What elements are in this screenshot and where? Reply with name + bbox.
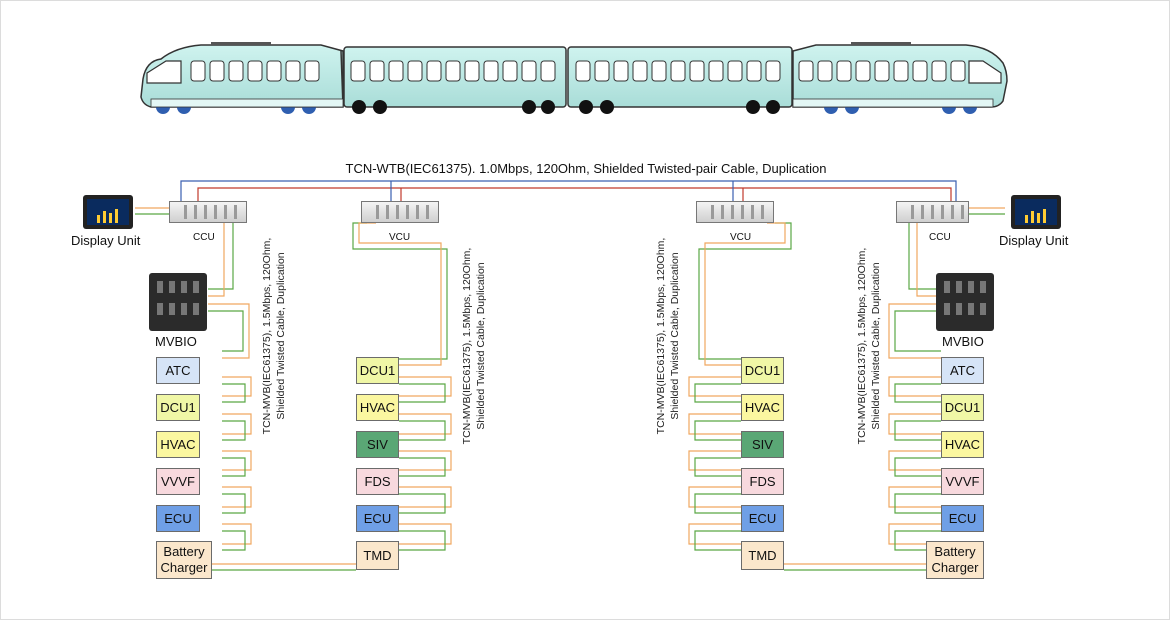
train-wheel	[600, 100, 614, 114]
train-window	[369, 60, 385, 82]
train-window	[950, 60, 966, 82]
train-window	[670, 60, 686, 82]
train-window	[445, 60, 461, 82]
device-dcu1-right: DCU1	[941, 394, 984, 421]
train-window	[521, 60, 537, 82]
vcu-right-label: VCU	[730, 232, 752, 243]
train-window	[483, 60, 499, 82]
device-vvvf-left: VVVF	[156, 468, 200, 495]
device-hvac-right: HVAC	[941, 431, 984, 458]
train-window	[190, 60, 206, 82]
ccu-left-label: CCU	[193, 232, 215, 243]
ccu-right-rack	[896, 201, 969, 223]
train-window	[228, 60, 244, 82]
train-window	[285, 60, 301, 82]
device-hvac-mid-left: HVAC	[356, 394, 399, 421]
device-hvac-left: HVAC	[156, 431, 200, 458]
train-window	[426, 60, 442, 82]
train-window	[540, 60, 556, 82]
train-wheel	[579, 100, 593, 114]
train-window	[689, 60, 705, 82]
train-window	[912, 60, 928, 82]
device-tmd-mid-right: TMD	[741, 541, 784, 570]
train-wheel	[352, 100, 366, 114]
train-window	[613, 60, 629, 82]
train-window	[746, 60, 762, 82]
train-window	[266, 60, 282, 82]
device-tmd-mid-left: TMD	[356, 541, 399, 570]
train-illustration	[140, 42, 1008, 114]
device-atc-left: ATC	[156, 357, 200, 384]
train-window	[817, 60, 833, 82]
train-window	[594, 60, 610, 82]
train-window	[304, 60, 320, 82]
device-dcu1-mid-left: DCU1	[356, 357, 399, 384]
mvbio-right-label: MVBIO	[942, 334, 984, 349]
device-ecu-right: ECU	[941, 505, 984, 532]
wtb-bus-label: TCN-WTB(IEC61375). 1.0Mbps, 120Ohm, Shie…	[345, 161, 827, 176]
train-window	[874, 60, 890, 82]
train-window	[798, 60, 814, 82]
device-atc-right: ATC	[941, 357, 984, 384]
device-ecu-left: ECU	[156, 505, 200, 532]
mvbio-right-icon	[936, 273, 994, 331]
display-unit-right-icon	[1011, 195, 1061, 229]
device-vvvf-right: VVVF	[941, 468, 984, 495]
train-wheel	[541, 100, 555, 114]
device-dcu1-mid-right: DCU1	[741, 357, 784, 384]
vcu-left-label: VCU	[389, 232, 411, 243]
ccu-left-rack	[169, 201, 247, 223]
train-wheel	[746, 100, 760, 114]
train-window	[931, 60, 947, 82]
train-window	[765, 60, 781, 82]
vcu-right-rack	[696, 201, 774, 223]
train-window	[708, 60, 724, 82]
train-window	[407, 60, 423, 82]
mvbio-left-icon	[149, 273, 207, 331]
train-window	[350, 60, 366, 82]
display-unit-right-label: Display Unit	[999, 233, 1069, 248]
train-window	[651, 60, 667, 82]
train-window	[464, 60, 480, 82]
train-wheel	[522, 100, 536, 114]
train-wheel	[373, 100, 387, 114]
display-unit-left-icon	[83, 195, 133, 229]
train-window	[893, 60, 909, 82]
train-wheel	[766, 100, 780, 114]
train-window	[575, 60, 591, 82]
train-window	[388, 60, 404, 82]
display-unit-left-label: Display Unit	[71, 233, 141, 248]
device-dcu1-left: DCU1	[156, 394, 200, 421]
device-ecu-mid-left: ECU	[356, 505, 399, 532]
train-window	[502, 60, 518, 82]
device-fds-mid-left: FDS	[356, 468, 399, 495]
train-window	[836, 60, 852, 82]
train-window	[247, 60, 263, 82]
device-siv-mid-left: SIV	[356, 431, 399, 458]
device-fds-mid-right: FDS	[741, 468, 784, 495]
train-window	[209, 60, 225, 82]
wtb-blue-line	[180, 180, 957, 201]
device-siv-mid-right: SIV	[741, 431, 784, 458]
train-window	[632, 60, 648, 82]
wtb-red-line	[197, 187, 952, 201]
device-ecu-mid-right: ECU	[741, 505, 784, 532]
ccu-right-label: CCU	[929, 232, 951, 243]
vcu-left-rack	[361, 201, 439, 223]
device-hvac-mid-right: HVAC	[741, 394, 784, 421]
train-window	[855, 60, 871, 82]
mvbio-left-label: MVBIO	[155, 334, 197, 349]
train-window	[727, 60, 743, 82]
